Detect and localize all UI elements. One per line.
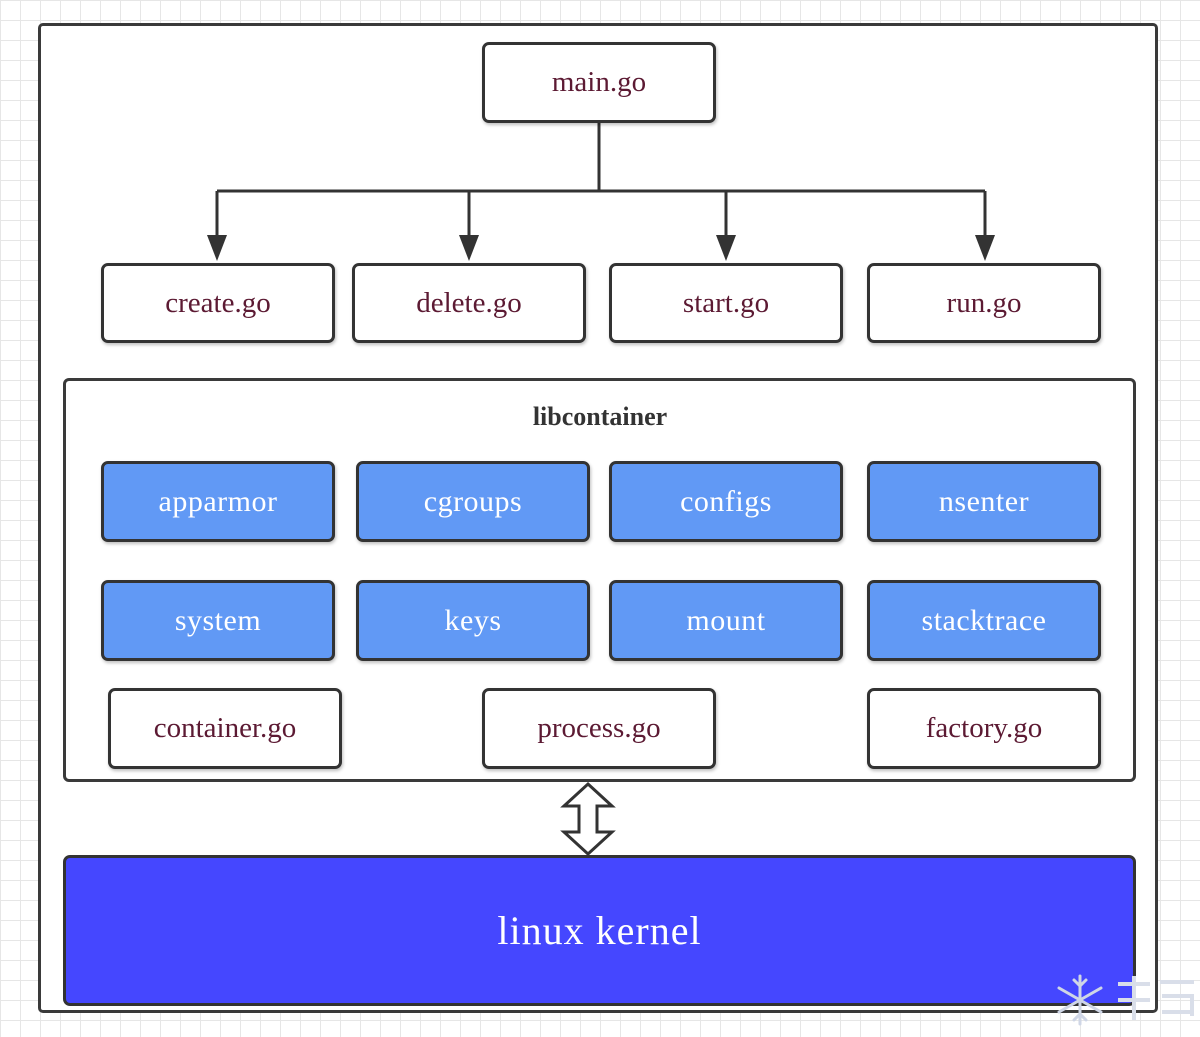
process-go-label: process.go (537, 712, 661, 744)
package-label: mount (686, 603, 766, 637)
start-go-box: start.go (609, 263, 843, 343)
start-go-label: start.go (682, 286, 770, 319)
package-cgroups: cgroups (356, 461, 590, 542)
create-go-label: create.go (165, 286, 271, 319)
package-label: stacktrace (921, 603, 1047, 637)
run-go-box: run.go (867, 263, 1101, 343)
container-go-label: container.go (153, 712, 297, 744)
factory-go-label: factory.go (925, 712, 1043, 744)
package-label: system (174, 603, 262, 637)
create-go-box: create.go (101, 263, 335, 343)
container-go-box: container.go (108, 688, 342, 769)
package-apparmor: apparmor (101, 461, 335, 542)
snowflake-watermark-icon (1057, 974, 1194, 1026)
linux-kernel-label: linux kernel (497, 908, 702, 953)
package-stacktrace: stacktrace (867, 580, 1101, 661)
package-nsenter: nsenter (867, 461, 1101, 542)
main-go-label: main.go (551, 66, 647, 98)
main-go-box: main.go (482, 42, 716, 123)
package-label: apparmor (158, 484, 278, 518)
package-configs: configs (609, 461, 843, 542)
package-system: system (101, 580, 335, 661)
libcontainer-title: libcontainer (532, 402, 668, 431)
process-go-box: process.go (482, 688, 716, 769)
run-go-label: run.go (946, 286, 1022, 319)
package-label: keys (444, 603, 502, 637)
package-keys: keys (356, 580, 590, 661)
package-label: nsenter (938, 484, 1030, 518)
delete-go-label: delete.go (416, 286, 522, 319)
package-mount: mount (609, 580, 843, 661)
delete-go-box: delete.go (352, 263, 586, 343)
package-label: configs (680, 484, 772, 518)
factory-go-box: factory.go (867, 688, 1101, 769)
package-label: cgroups (423, 484, 523, 518)
linux-kernel-box: linux kernel (63, 855, 1136, 1006)
